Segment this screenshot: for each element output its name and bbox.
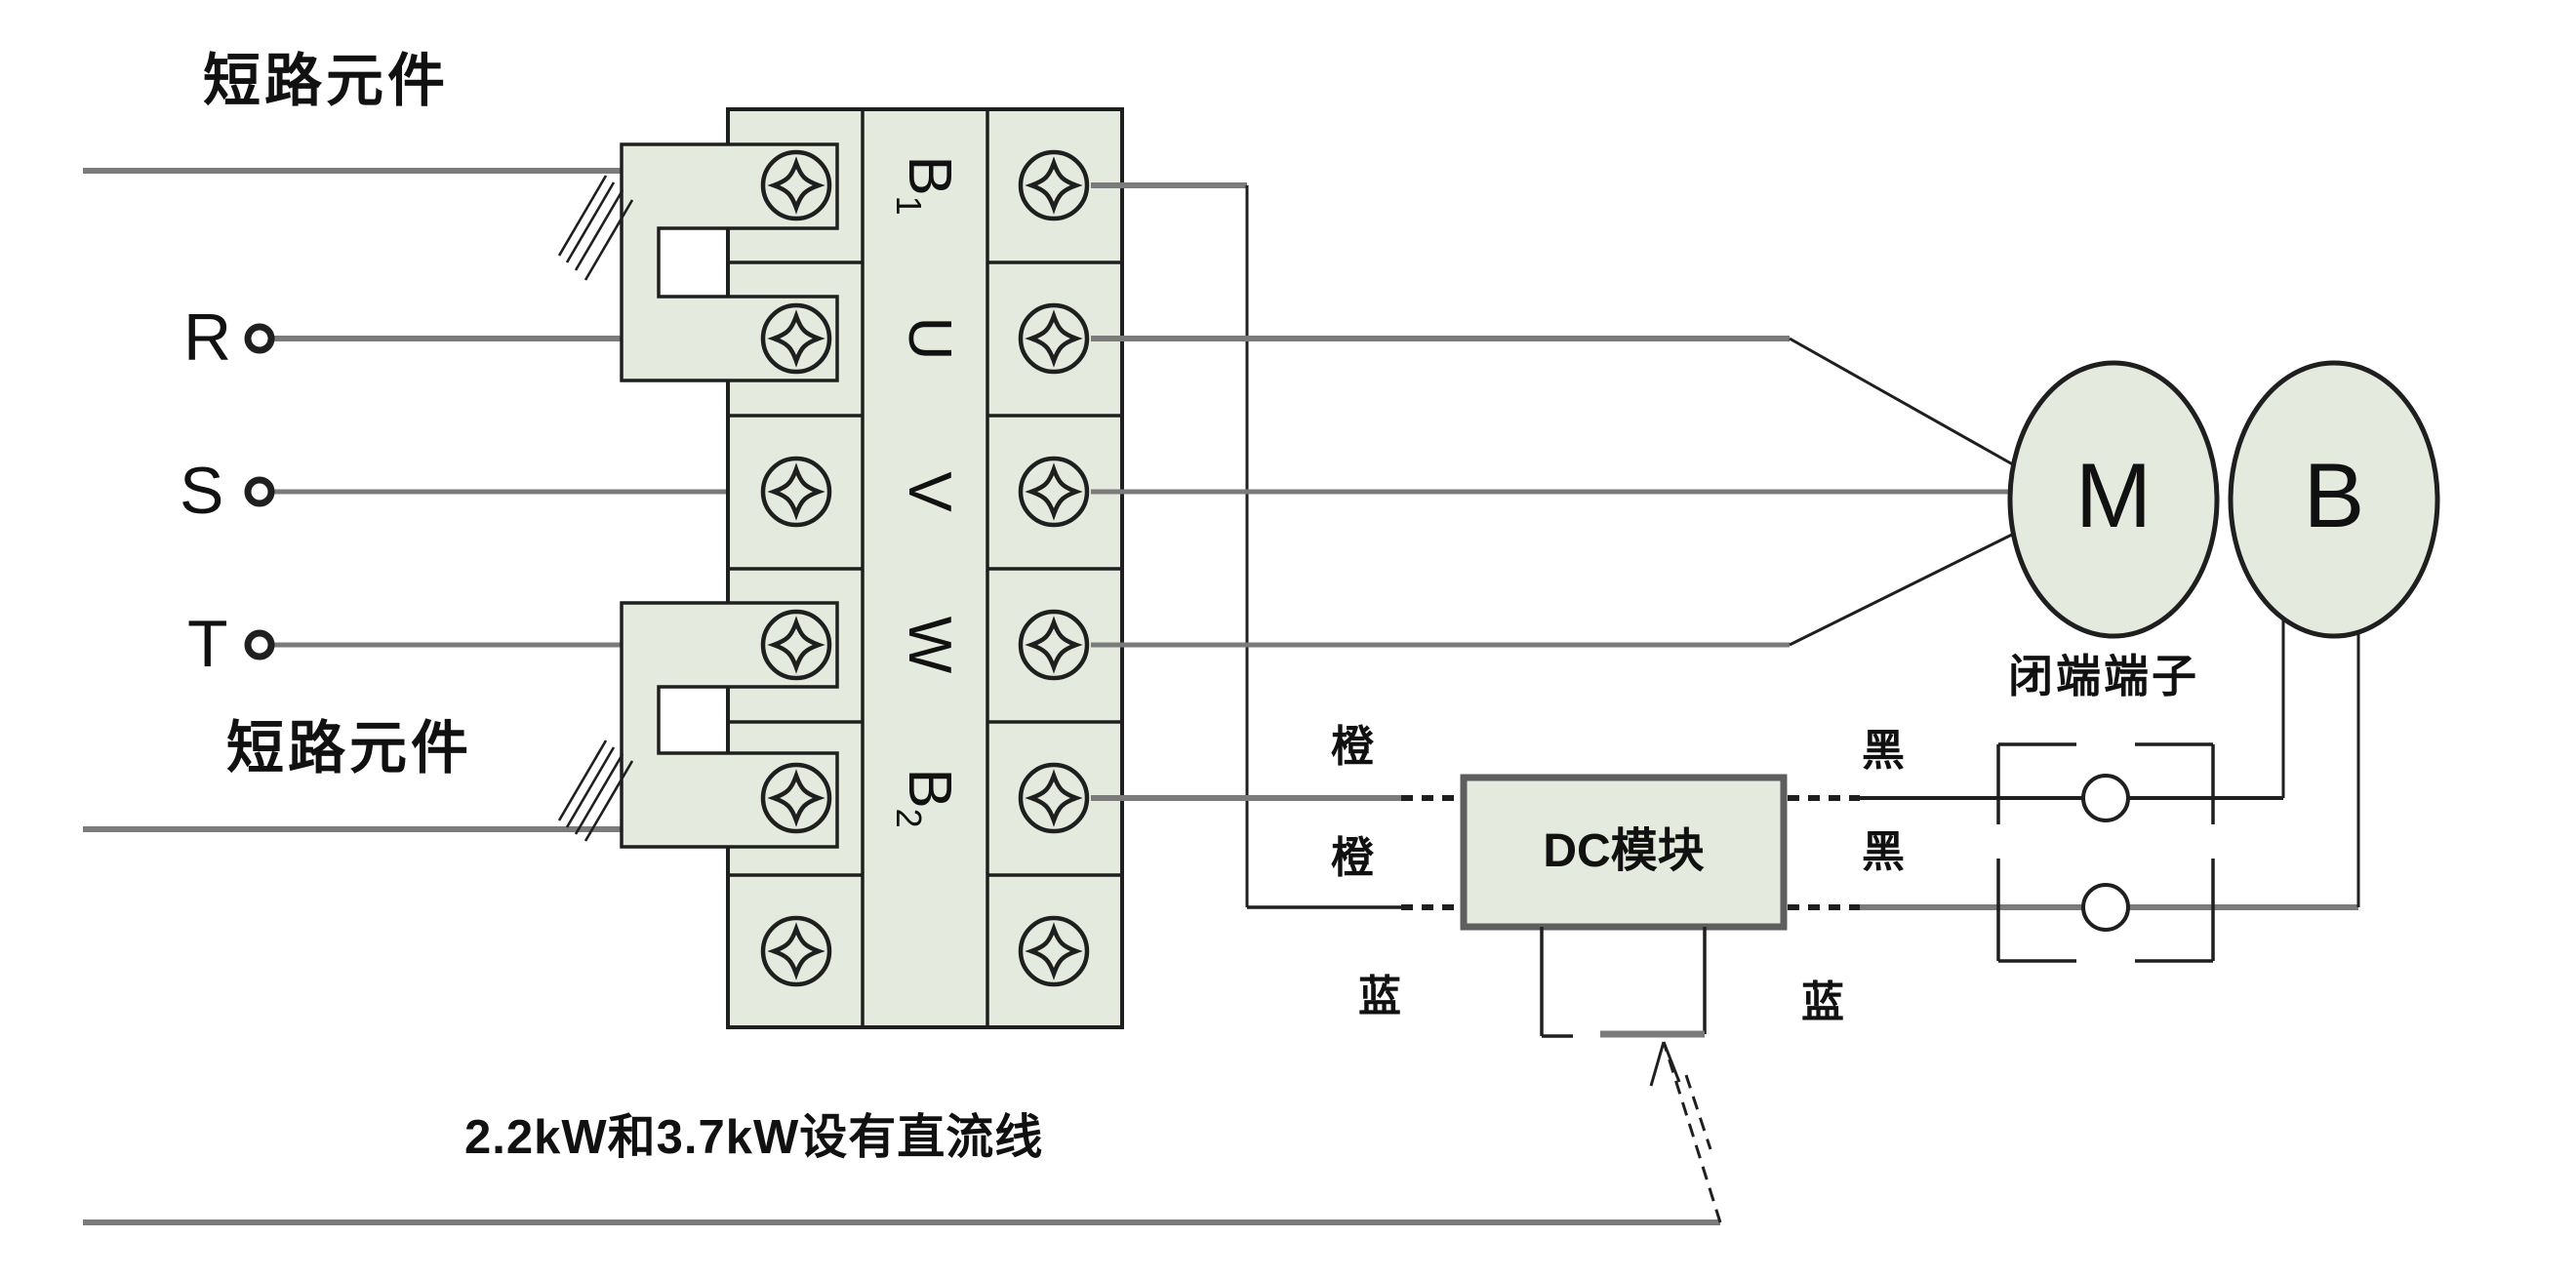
terminal-label-v-main: V	[896, 471, 964, 512]
terminal-block-grid	[728, 109, 1122, 1027]
terminal-label-w: W	[891, 617, 963, 674]
input-label-r: R	[183, 300, 232, 375]
terminal-label-b1-main: B	[896, 155, 964, 196]
terminal-label-w-main: W	[896, 616, 964, 674]
brake-label: B	[2303, 444, 2365, 547]
terminal-dot-r	[244, 323, 275, 354]
dc-blue-stubs	[1540, 927, 1707, 1038]
closed-end-terminal-label: 闭端端子	[2008, 651, 2199, 701]
terminal-label-b1-sub: 1	[888, 195, 929, 216]
wire-u-diagonal	[1789, 337, 2019, 469]
terminal-dot-s	[244, 476, 275, 507]
closed-end-connector-bottom	[2081, 883, 2130, 932]
wire-label-black-top: 黑	[1862, 727, 1905, 775]
terminal-label-u-main: U	[896, 316, 964, 361]
short-circuit-jumper-bottom	[620, 601, 839, 849]
wire-label-blue-left: 蓝	[1358, 973, 1401, 1020]
wire-label-blue-right: 蓝	[1801, 979, 1844, 1026]
closed-end-connector-top	[2081, 774, 2130, 822]
terminal-label-v: V	[891, 471, 963, 511]
terminal-block	[726, 107, 1124, 1029]
arrow-to-top-jumper	[557, 175, 634, 281]
wire-w-diagonal	[1789, 530, 2019, 647]
short-circuit-jumper-top	[620, 142, 839, 382]
wire-label-orange-top: 橙	[1331, 723, 1374, 771]
wire-label-black-bottom: 黑	[1862, 828, 1905, 876]
dc-module-box	[1460, 774, 1788, 931]
dc-module-label: DC模块	[1543, 825, 1705, 877]
terminal-label-b2-main: B	[896, 768, 964, 809]
input-label-s: S	[180, 454, 224, 528]
terminal-label-b2: B2	[888, 768, 963, 828]
terminal-label-b1: B1	[888, 155, 963, 216]
closed-end-terminal-box	[1996, 742, 2215, 963]
arrow-to-bottom-jumper	[557, 739, 634, 842]
terminal-label-u: U	[891, 317, 963, 361]
short-circuit-label-top: 短路元件	[203, 49, 450, 113]
input-label-t: T	[187, 607, 228, 681]
dc-note: 2.2kW和3.7kW设有直流线	[464, 1111, 1044, 1164]
terminal-label-b2-sub: 2	[888, 808, 929, 828]
motor-circle	[2007, 360, 2220, 639]
terminal-dot-t	[244, 629, 275, 660]
motor-label: M	[2074, 444, 2153, 547]
wire-label-orange-bottom: 橙	[1331, 834, 1374, 882]
short-circuit-label-bottom: 短路元件	[226, 716, 473, 780]
note-arrow	[1649, 1041, 1722, 1223]
output-wires	[1091, 182, 2019, 910]
brake-circle	[2228, 360, 2440, 639]
